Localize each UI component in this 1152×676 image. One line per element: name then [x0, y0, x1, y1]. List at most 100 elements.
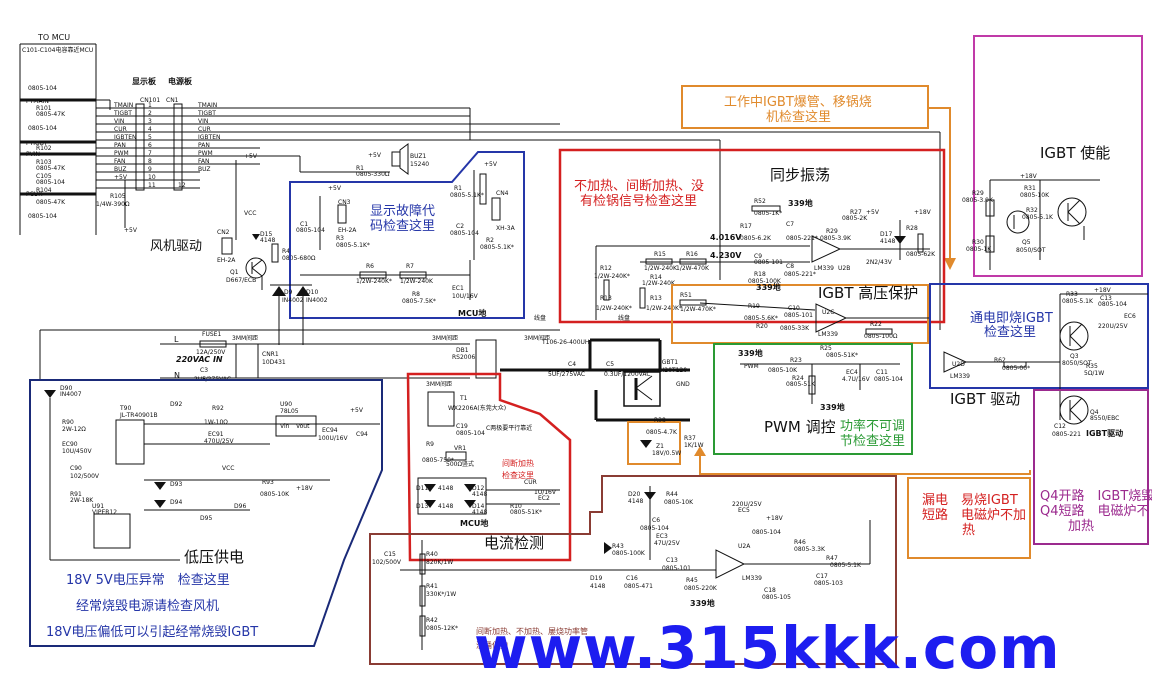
r8-value: 0805-7.5K*: [402, 298, 436, 305]
d20-value: 4148: [628, 498, 643, 505]
c2-value: 0805-104: [450, 230, 479, 237]
cn-signal-right-7: PWM: [198, 150, 213, 157]
r40-label: R40: [426, 551, 438, 558]
cn-signal-left-5: IGBTEN: [114, 134, 136, 141]
c9-label: C9: [754, 253, 762, 260]
fault-code-line2: 码检查这里: [370, 218, 435, 234]
r51-label: R51: [680, 292, 692, 299]
d17-label: D17: [880, 231, 892, 238]
cn-signal-right-1: TMAIN: [197, 102, 217, 109]
surge-18v: +18V: [766, 515, 784, 522]
r105-value: 1/4W-390Ω: [96, 201, 130, 208]
r29-value: 0805-3.9K: [962, 197, 994, 204]
igbt-en-18v: +18V: [1020, 173, 1038, 180]
mcu-ground-2: MCU地: [460, 518, 488, 528]
r29b-value: 0805-3.9K: [820, 235, 852, 242]
cn-signal-labels: TMAIN TIGBT VIN CUR IGBTEN PAN PWM FAN B…: [113, 102, 220, 189]
r18-value: 0805-100K: [748, 278, 782, 285]
ec94-value: 100U/16V: [318, 435, 349, 442]
c13b-label: C13: [666, 557, 678, 564]
r23-label: R23: [790, 357, 802, 364]
ec2-value: 1U/16V: [534, 489, 557, 496]
gnd339-bottom: 339地: [690, 598, 715, 608]
c7-label: C7: [786, 221, 794, 228]
q1-value: D667/ECB: [226, 277, 256, 284]
cb-note: C两极要平行靠近: [486, 424, 532, 432]
c2-label: C2: [456, 223, 464, 230]
r105-block: R105 1/4W-390Ω +5V: [96, 180, 138, 234]
r32-value: 0805-5.1K: [1022, 214, 1054, 221]
r43-value: 0805-100K: [612, 550, 646, 557]
r14-value: 1/2W-240K: [642, 280, 676, 287]
u90-value: 78L05: [280, 408, 299, 415]
ec5-label: EC5: [738, 507, 750, 514]
r41-label: R41: [426, 583, 438, 590]
r7-label: R7: [406, 263, 414, 270]
power-on-burn-line1: 通电即烧IGBT: [970, 311, 1053, 326]
no-heat-line1: 不加热、间断加热、没: [574, 179, 704, 194]
d10-value: IN4002: [306, 297, 328, 304]
zd-label: 2N2/43V: [866, 259, 893, 266]
fuse1-value: 12A/250V: [196, 349, 226, 356]
u2a-lm: LM339: [742, 575, 762, 582]
v4016-label: 4.016V: [710, 233, 742, 242]
d92-label: D92: [170, 401, 182, 408]
r27-label: R27: [850, 209, 862, 216]
r17-label: R17: [740, 223, 752, 230]
d96-label: D96: [234, 503, 246, 510]
igbt-overvolt-title: IGBT 高压保护: [818, 284, 918, 302]
ec4-value: 4.7U/16V: [842, 376, 871, 383]
r15-value: 1/2W-240K: [644, 265, 678, 272]
c17-label: C17: [816, 573, 828, 580]
c1-value: 0805-104: [296, 227, 325, 234]
r25-value: 0805-51K*: [826, 352, 858, 359]
t1-label: T1: [459, 395, 468, 402]
r46-value: 0805-3.3K: [794, 546, 826, 553]
cn-num-12: 12: [178, 182, 186, 189]
cn4-res: R1: [454, 185, 462, 192]
cn-signal-left-2: TIGBT: [113, 110, 132, 117]
db1-label: DB1: [456, 347, 469, 354]
r32-label: R32: [1026, 207, 1038, 214]
cnr1-value: 10D431: [262, 359, 286, 366]
r90-value: 2W-12Ω: [62, 426, 86, 433]
no-heat-line2: 有检锅信号检查这里: [580, 193, 697, 209]
cn-num-2: 2: [148, 110, 152, 117]
d9-value: IN4002: [282, 297, 304, 304]
ec91-label: EC91: [208, 431, 224, 438]
cn-num-11: 11: [148, 182, 156, 189]
t90-label: T90: [119, 405, 131, 412]
c11-label: C11: [876, 369, 888, 376]
d17-value: 4148: [880, 238, 895, 245]
c5-label: C5: [606, 361, 614, 368]
q4-value: 8550/EBC: [1090, 415, 1119, 422]
r27-value: 0805-2K: [842, 215, 868, 222]
r20-value: 0805-33K: [780, 325, 810, 332]
c10-value: 0805-101: [784, 312, 813, 319]
r33-value: 0805-5.1K: [1062, 298, 1094, 305]
r37-value: 1K/1W: [684, 442, 704, 449]
cn3-value: EH-2A: [338, 227, 357, 234]
r101-label: R101: [36, 105, 52, 112]
c90-label: C90: [70, 465, 82, 472]
power-board-label: 电源板: [168, 76, 193, 86]
buz-5v: +5V: [368, 152, 382, 159]
igbt-drive-title: IGBT 驱动: [950, 390, 1020, 408]
ec1-label: EC1: [452, 285, 464, 292]
r91-label: R91: [70, 491, 82, 498]
fan-drive-title: 风机驱动: [150, 239, 202, 254]
cn-num-1: 1: [148, 102, 152, 109]
c3-label: C3: [200, 367, 208, 374]
r7-value: 1/2W-240K: [400, 278, 434, 285]
c5-value: 0.3UF/1200VAC: [604, 371, 651, 378]
t1-value: WX2206A(东莞大众): [448, 404, 506, 412]
watermark: www.315kkk.com: [474, 614, 1061, 676]
q5-label: Q5: [1022, 239, 1031, 246]
ec6-value: 220U/25V: [1098, 323, 1129, 330]
ec90-label: EC90: [62, 441, 78, 448]
igbt-burst-box: 工作中IGBT爆管、移锅烧 机检查这里: [681, 85, 956, 270]
r28-label: R28: [906, 225, 918, 232]
u2a-label: U2A: [738, 543, 751, 550]
u91-label: U91: [92, 503, 104, 510]
fault-code-box: 显示故障代 码检查这里 MCU地 +5V CN3 EH-2A R3 0805-5…: [289, 151, 525, 319]
